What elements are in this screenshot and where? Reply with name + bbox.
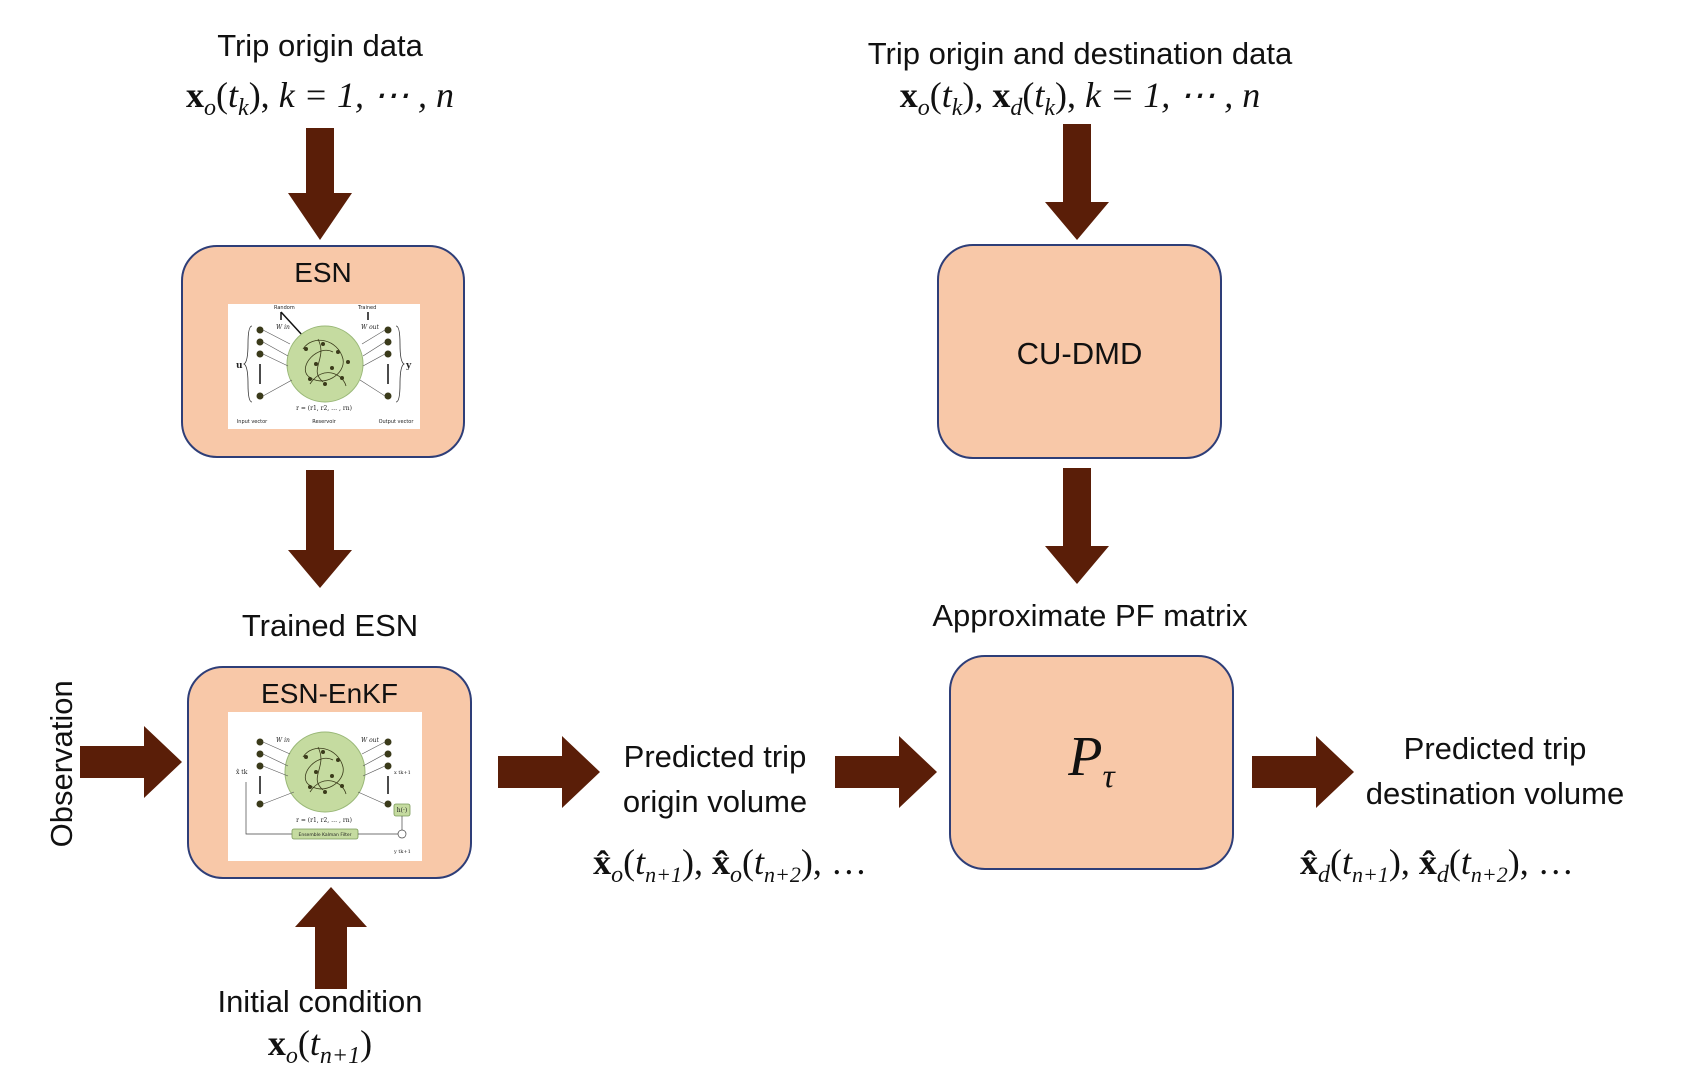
trip-od-data-label: Trip origin and destination data xyxy=(867,36,1293,71)
esn-input-vector-label: Input vector xyxy=(237,419,268,425)
esn-u-label: u xyxy=(236,361,243,371)
arrow-right-observation xyxy=(80,726,182,798)
predicted-destination-line2: destination volume xyxy=(1365,776,1625,811)
trip-origin-formula: xo(tk), k = 1, ⋯ , n xyxy=(186,75,454,122)
ptau-box: Pτ xyxy=(949,655,1234,870)
enkf-filter-label: Ensemble Kalman Filter xyxy=(299,832,352,838)
enkf-reservoir-circle xyxy=(284,731,366,813)
enkf-xin-label: x̂ tk xyxy=(236,769,248,776)
arrow-right-prediction-to-ptau xyxy=(835,736,937,808)
enkf-win-label: W in xyxy=(276,737,290,744)
arrow-up-initial-condition xyxy=(295,887,367,989)
esn-y-label: y xyxy=(405,361,412,371)
cudmd-box-title: CU-DMD xyxy=(1016,336,1143,371)
esn-network-graphic: Random Trained W in W out xyxy=(236,305,415,425)
esn-box-title: ESN xyxy=(294,257,352,288)
observation-label: Observation xyxy=(44,680,80,848)
approximate-pf-label: Approximate PF matrix xyxy=(932,598,1248,633)
esn-random-label: Random xyxy=(274,305,295,311)
arrow-right-ptau-to-destination xyxy=(1252,736,1354,808)
arrow-down-od-to-cudmd xyxy=(1045,124,1109,240)
enkf-xout-label: x tk+1 xyxy=(394,770,411,776)
trip-od-formula: xo(tk), xd(tk), k = 1, ⋯ , n xyxy=(899,75,1261,122)
esn-enkf-diagram-inset: W in W out xyxy=(228,712,422,861)
ptau-symbol: Pτ xyxy=(1068,726,1115,796)
arrow-down-cudmd-to-pf xyxy=(1045,468,1109,584)
arrow-down-esn-to-trained xyxy=(288,470,352,588)
enkf-wout-label: W out xyxy=(361,737,380,744)
enkf-yout-label: y tk+1 xyxy=(393,849,411,855)
esn-reservoir-label: Reservoir xyxy=(312,419,336,425)
trained-esn-label: Trained ESN xyxy=(241,608,419,643)
predicted-destination-formula: x̂d(tn+1), x̂d(tn+2), … xyxy=(1300,843,1574,889)
esn-box: ESN Random Trained W in W out xyxy=(181,245,465,458)
esn-enkf-network-graphic: W in W out xyxy=(236,731,411,855)
predicted-origin-line2: origin volume xyxy=(622,784,808,819)
esn-win-label: W in xyxy=(276,324,290,331)
predicted-origin-formula: x̂o(tn+1), x̂o(tn+2), … xyxy=(593,842,867,889)
esn-diagram-inset: Random Trained W in W out xyxy=(228,304,420,429)
initial-condition-label: Initial condition xyxy=(217,984,423,1019)
esn-wout-label: W out xyxy=(361,324,380,331)
esn-r-equation: r = (r1, r2, … , rn) xyxy=(296,405,352,412)
esn-trained-label: Trained xyxy=(357,305,376,311)
esn-enkf-box: ESN-EnKF W in W out xyxy=(187,666,472,879)
arrow-right-enkf-to-prediction xyxy=(498,736,600,808)
esn-enkf-box-title: ESN-EnKF xyxy=(261,678,398,709)
initial-condition-formula: xo(tn+1) xyxy=(267,1023,373,1070)
enkf-h-label: h(·) xyxy=(397,807,407,814)
esn-output-vector-label: Output vector xyxy=(379,419,415,425)
trip-origin-data-label: Trip origin data xyxy=(217,28,423,63)
esn-reservoir-circle xyxy=(286,325,364,403)
predicted-destination-line1: Predicted trip xyxy=(1403,731,1587,766)
cudmd-box: CU-DMD xyxy=(937,244,1222,459)
arrow-down-origin-to-esn xyxy=(288,128,352,240)
predicted-origin-line1: Predicted trip xyxy=(623,739,807,774)
enkf-r-equation: r = (r1, r2, … , rn) xyxy=(296,817,352,824)
